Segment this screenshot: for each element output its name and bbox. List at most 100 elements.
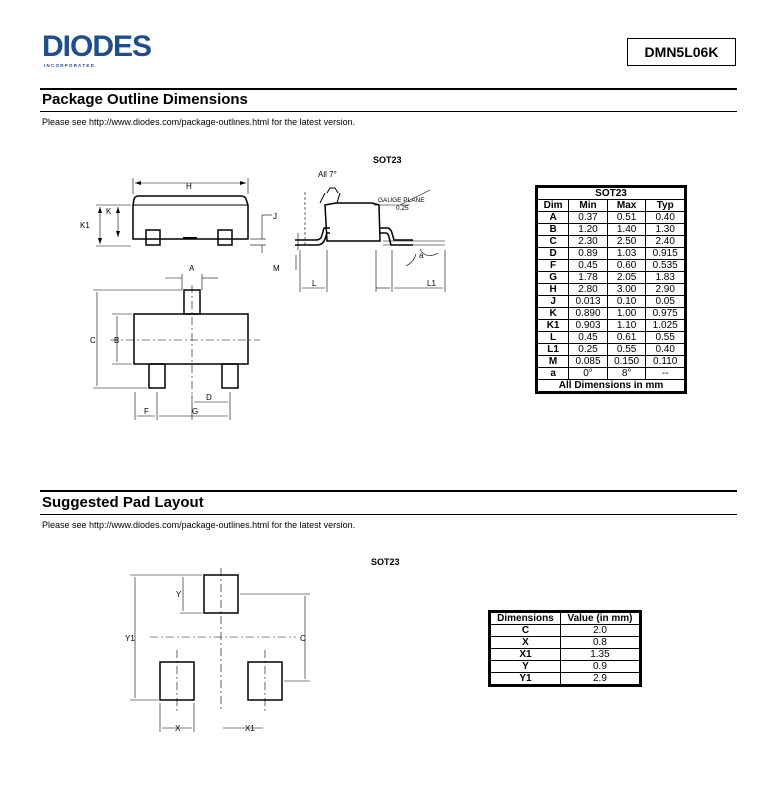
table-title: SOT23 xyxy=(537,187,685,200)
value-cell: 0.25 xyxy=(568,343,608,356)
value-cell: 1.00 xyxy=(606,307,647,320)
value-cell: 0.05 xyxy=(645,295,685,308)
value-cell: 1.20 xyxy=(568,223,608,236)
dim-cell: X1 xyxy=(490,648,561,661)
label-gauge-value: 0.25 xyxy=(396,205,409,212)
value-cell: 2.40 xyxy=(645,235,685,248)
label-gauge-plane: GAUGE PLANE xyxy=(378,197,425,204)
value-cell: 0.45 xyxy=(568,259,608,272)
value-cell: 0.60 xyxy=(606,259,647,272)
dim-cell: F xyxy=(536,259,570,272)
pad-layout-drawing: Y Y1 C X X1 xyxy=(125,568,310,733)
part-number: DMN5L06K xyxy=(644,44,719,60)
dim-cell: L1 xyxy=(536,343,570,356)
value-cell: 2.80 xyxy=(568,283,608,296)
label-M: M xyxy=(273,264,280,273)
value-cell: 1.78 xyxy=(568,271,608,284)
table-header: Value (in mm) xyxy=(559,612,641,625)
value-cell: 2.9 xyxy=(559,672,641,685)
value-cell: 2.05 xyxy=(606,271,647,284)
dim-cell: Y xyxy=(490,660,561,673)
value-cell: 0.890 xyxy=(568,307,608,320)
table-header: Typ xyxy=(645,199,685,212)
value-cell: 0.8 xyxy=(559,636,641,649)
part-number-box: DMN5L06K xyxy=(627,38,736,66)
label-A: A xyxy=(189,264,195,273)
table-header: Dim xyxy=(536,199,570,212)
pad-layout-label: SOT23 xyxy=(371,557,400,567)
side-profile-body xyxy=(295,187,413,246)
section-rule-top xyxy=(40,88,737,90)
value-cell: 0° xyxy=(568,367,608,380)
package-outline-drawing: H K1 K J M All 7° GAUGE PLANE 0.25 L L1 … xyxy=(80,170,446,420)
table-footer: All Dimensions in mm xyxy=(537,379,685,392)
pad-layout-note: Please see http://www.diodes.com/package… xyxy=(42,520,356,530)
value-cell: 1.30 xyxy=(645,223,685,236)
label-L1: L1 xyxy=(427,279,436,288)
value-cell: 1.83 xyxy=(645,271,685,284)
value-cell: 1.025 xyxy=(645,319,685,332)
label-a: a xyxy=(419,251,424,260)
dim-cell: A xyxy=(536,211,570,224)
value-cell: 1.03 xyxy=(606,247,647,260)
value-cell: 0.9 xyxy=(559,660,641,673)
value-cell: 0.89 xyxy=(568,247,608,260)
label-B: B xyxy=(114,336,119,345)
label-K1: K1 xyxy=(80,221,90,230)
dim-cell: D xyxy=(536,247,570,260)
value-cell: 0.55 xyxy=(606,343,647,356)
value-cell: 0.110 xyxy=(645,355,685,368)
value-cell: 0.150 xyxy=(606,355,647,368)
logo-subtext: I N C O R P O R A T E D xyxy=(44,63,95,68)
section-title-package-outline: Package Outline Dimensions xyxy=(42,91,248,108)
diodes-logo: DIODES I N C O R P O R A T E D xyxy=(42,30,152,68)
label-Y1: Y1 xyxy=(125,634,135,643)
dim-cell: X xyxy=(490,636,561,649)
dim-cell: M xyxy=(536,355,570,368)
value-cell: 0.915 xyxy=(645,247,685,260)
dim-cell: H xyxy=(536,283,570,296)
value-cell: 0.40 xyxy=(645,343,685,356)
value-cell: 2.30 xyxy=(568,235,608,248)
label-D: D xyxy=(206,393,212,402)
label-X: X xyxy=(175,724,181,733)
value-cell: 1.35 xyxy=(559,648,641,661)
side-view-body xyxy=(132,195,249,246)
value-cell: 0.10 xyxy=(606,295,647,308)
dim-cell: K1 xyxy=(536,319,570,332)
value-cell: 0.535 xyxy=(645,259,685,272)
value-cell: 2.90 xyxy=(645,283,685,296)
table-header: Max xyxy=(606,199,647,212)
dim-cell: L xyxy=(536,331,570,344)
package-outline-note: Please see http://www.diodes.com/package… xyxy=(42,117,356,127)
dim-cell: C xyxy=(490,624,561,637)
label-Y: Y xyxy=(176,590,182,599)
value-cell: 0.975 xyxy=(645,307,685,320)
value-cell: 1.40 xyxy=(606,223,647,236)
section-rule-bottom xyxy=(40,111,737,112)
dim-cell: J xyxy=(536,295,570,308)
label-J: J xyxy=(273,212,277,221)
value-cell: 0.55 xyxy=(645,331,685,344)
value-cell: 2.50 xyxy=(606,235,647,248)
label-H: H xyxy=(186,182,192,191)
value-cell: 0.40 xyxy=(645,211,685,224)
label-F: F xyxy=(144,407,149,416)
label-all7: All 7° xyxy=(318,170,337,179)
value-cell: 0.903 xyxy=(568,319,608,332)
label-L: L xyxy=(312,279,317,288)
section-rule-bottom xyxy=(40,514,737,515)
package-outline-label: SOT23 xyxy=(373,155,402,165)
table-header: Dimensions xyxy=(490,612,561,625)
